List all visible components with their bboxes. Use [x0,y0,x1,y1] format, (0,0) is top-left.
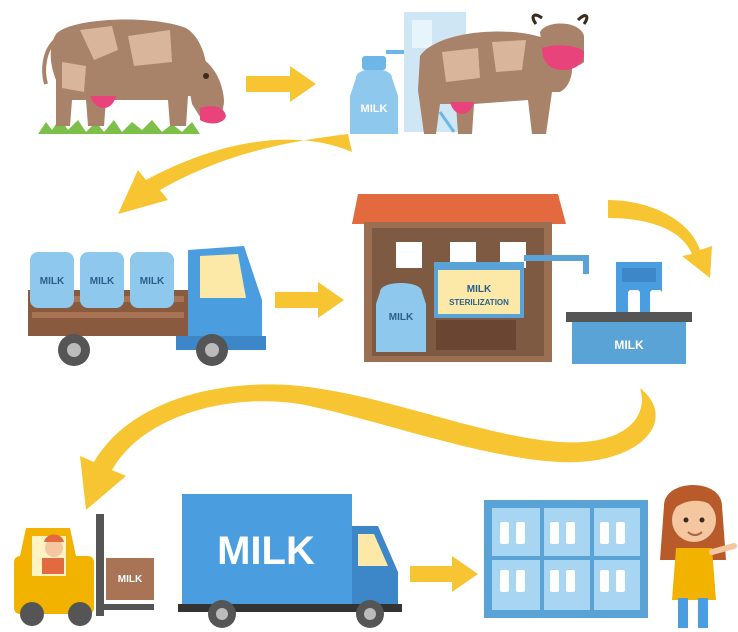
svg-text:MILK: MILK [467,284,492,295]
arrow-curve-2 [118,134,352,214]
svg-text:MILK: MILK [40,276,65,287]
arrow-right-1 [246,66,316,102]
svg-text:MILK: MILK [118,574,143,585]
svg-text:MILK: MILK [614,338,644,352]
truck-can-3: MILK [130,252,174,308]
arrow-right-3 [275,282,344,318]
forklift-driver-head [45,539,63,557]
store-fridge [484,500,648,618]
grass-patch [38,118,200,134]
arrow-curve-4 [608,200,712,278]
svg-text:MILK: MILK [140,276,165,287]
factory-milk-can: MILK [376,283,426,352]
delivery-truck-box [182,494,352,606]
forklift: MILK [14,514,154,626]
delivery-truck-label: MILK [217,529,315,573]
truck-can-2: MILK [80,252,124,308]
arrows [80,66,712,592]
milking-station: MILK [350,12,589,134]
girl-customer [660,485,737,628]
svg-text:MILK: MILK [90,276,115,287]
truck-can-1: MILK [30,252,74,308]
milk-tanker-truck: MILK MILK MILK [28,246,266,366]
milk-can-top-label: MILK [361,103,388,115]
milk-factory: MILK MILK STERILIZATION [352,194,589,362]
arrow-right-6 [410,556,478,592]
sterilization-tank: MILK STERILIZATION [434,262,524,318]
forklift-crate: MILK [106,558,154,600]
svg-text:STERILIZATION: STERILIZATION [449,298,509,307]
milk-can-top-body [350,69,398,134]
grazing-cow [38,19,226,134]
arrow-curve-5 [80,384,656,510]
bottling-conveyor: MILK [566,262,692,364]
svg-text:MILK: MILK [389,312,414,323]
factory-roof [352,194,566,224]
delivery-truck: MILK [178,494,402,628]
